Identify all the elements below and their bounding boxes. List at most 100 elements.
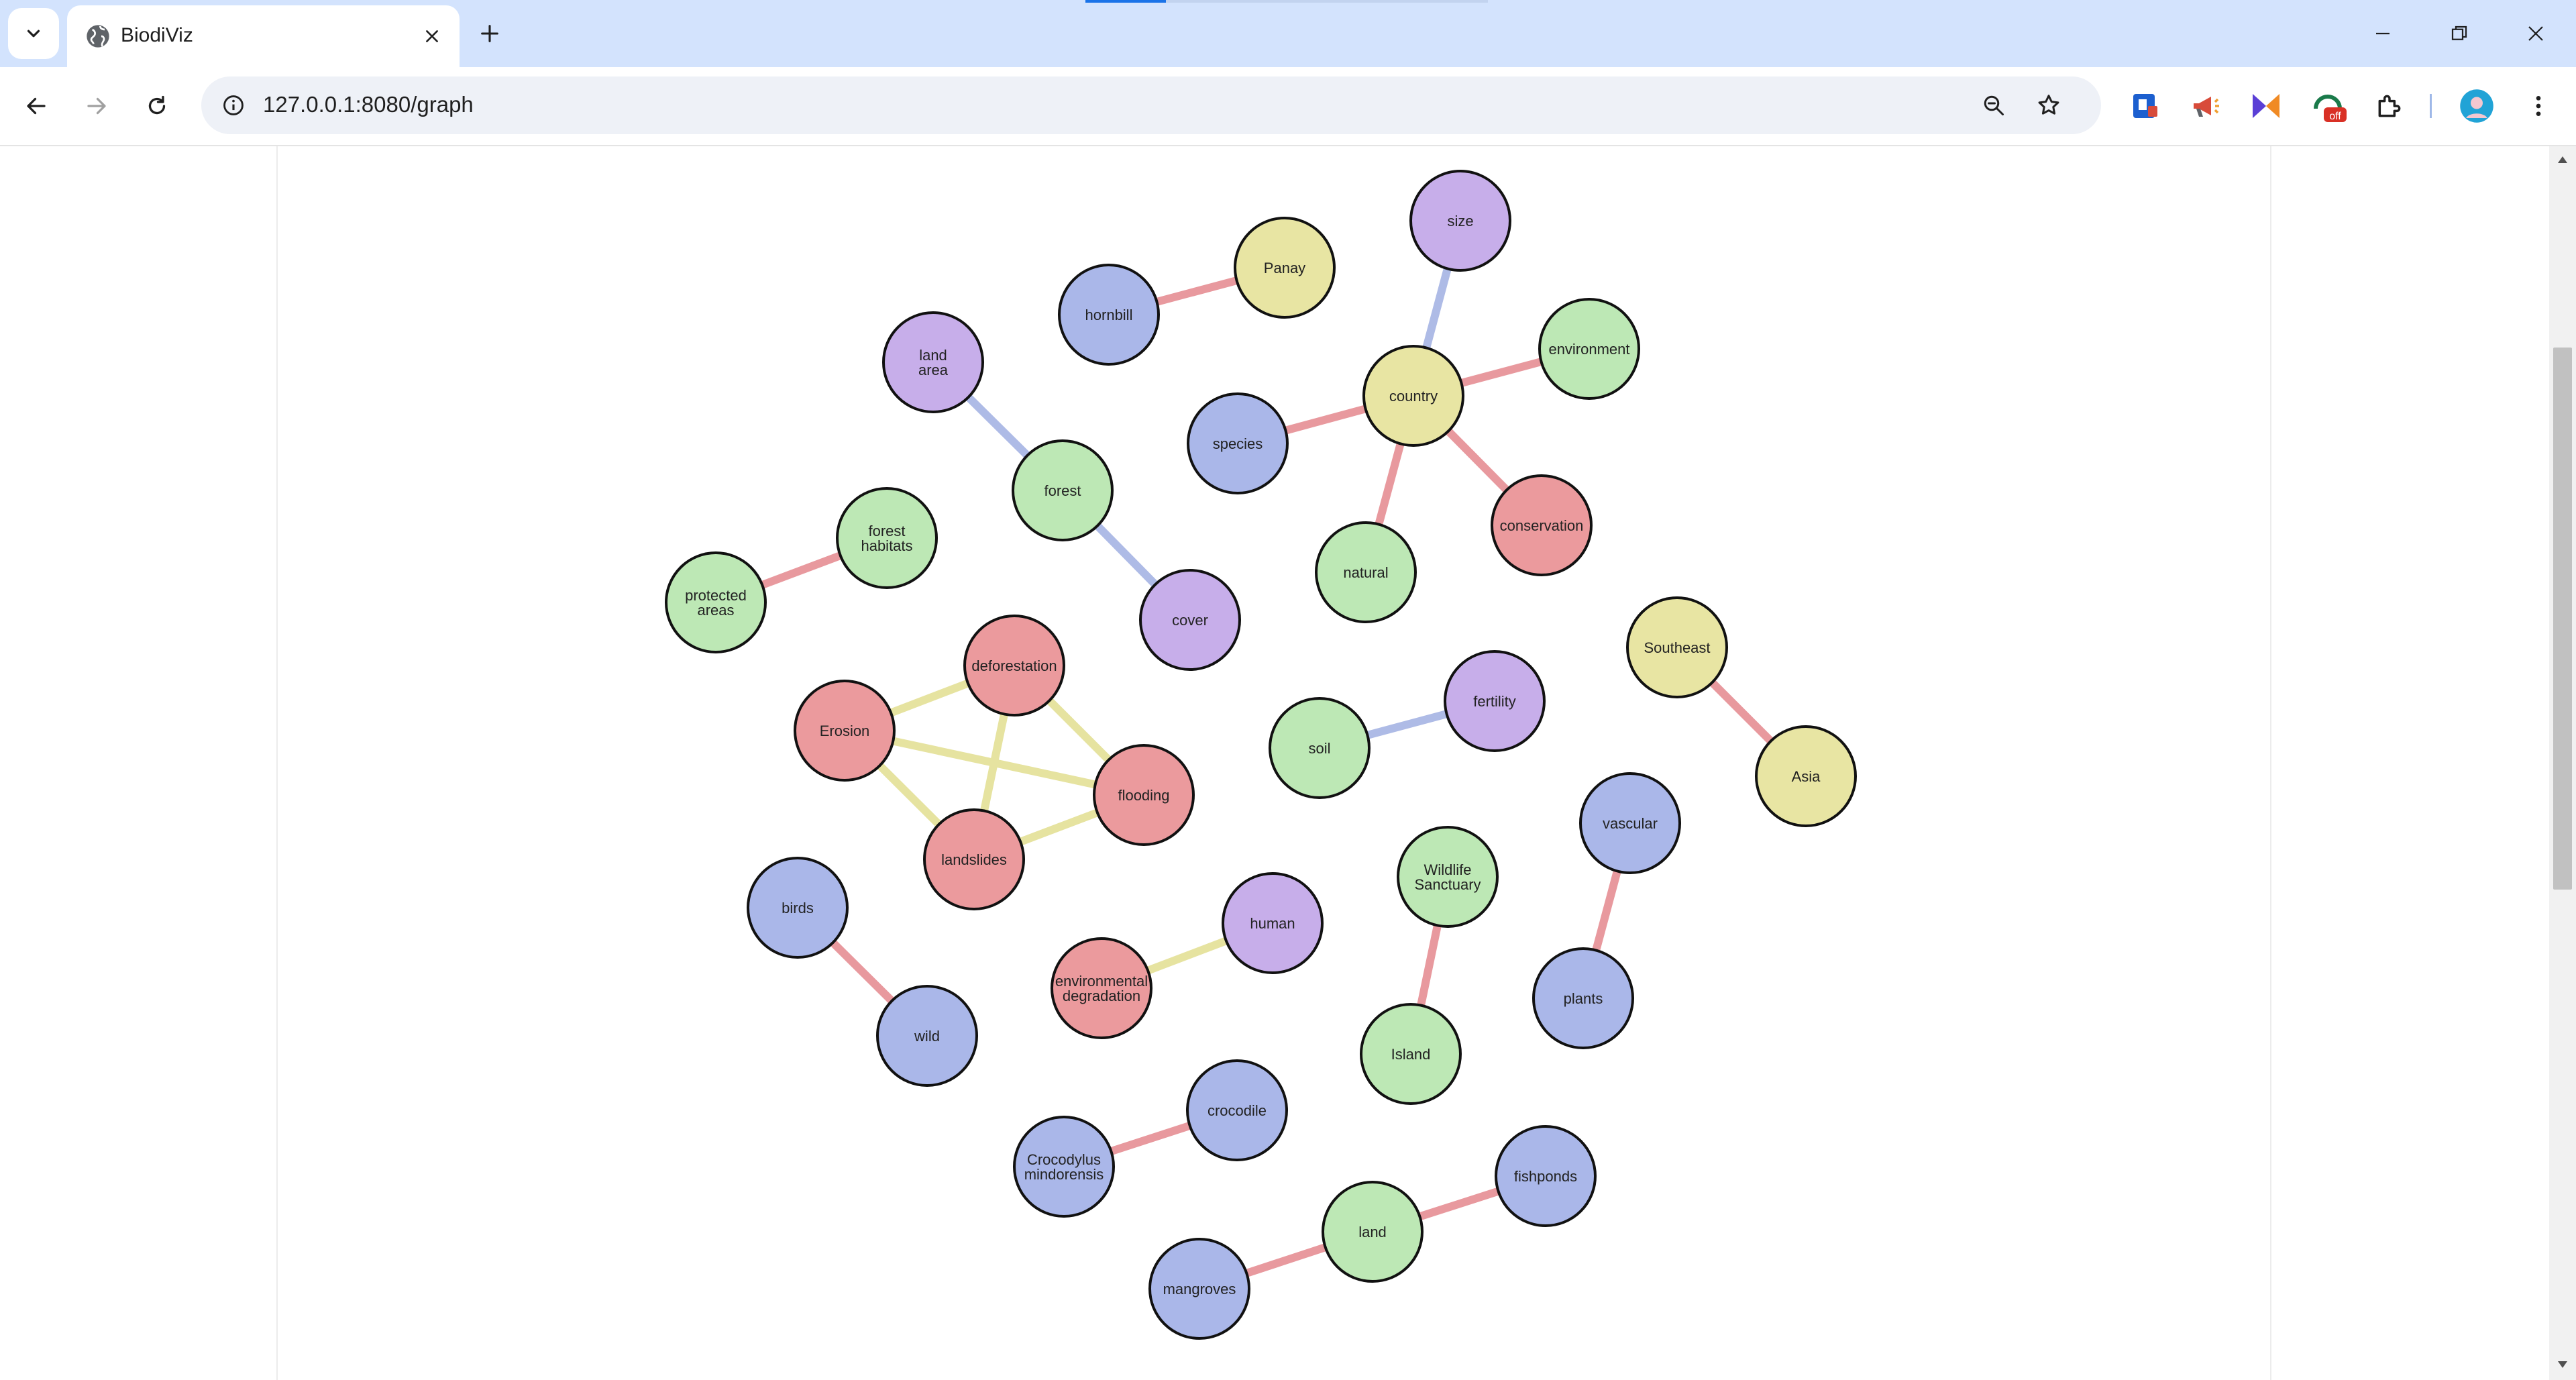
restore-button[interactable] <box>2419 0 2500 67</box>
graph-node-species[interactable]: species <box>1187 392 1289 494</box>
bookmark-button[interactable] <box>2029 85 2069 125</box>
graph-node-fertility[interactable]: fertility <box>1444 650 1546 752</box>
node-circle[interactable] <box>1234 217 1336 319</box>
new-tab-button[interactable] <box>471 15 508 52</box>
graph-node-human[interactable]: human <box>1222 872 1324 974</box>
graph-node-plants[interactable]: plants <box>1532 947 1634 1049</box>
zoom-button[interactable] <box>1974 85 2014 125</box>
node-circle[interactable] <box>1444 650 1546 752</box>
vertical-scrollbar[interactable] <box>2549 146 2576 1380</box>
node-circle[interactable] <box>794 680 896 782</box>
node-circle[interactable] <box>1362 345 1464 447</box>
shield-icon <box>2133 94 2157 118</box>
graph-node-deforestation[interactable]: deforestation <box>963 615 1065 716</box>
node-circle[interactable] <box>1409 170 1511 272</box>
node-circle[interactable] <box>1058 264 1160 366</box>
extension-megaphone-button[interactable] <box>2184 85 2227 127</box>
node-circle[interactable] <box>665 551 767 653</box>
url-text[interactable]: 127.0.0.1:8080/graph <box>263 92 474 117</box>
extension-off-button[interactable]: off <box>2308 85 2351 127</box>
graph-node-flooding[interactable]: flooding <box>1093 744 1195 846</box>
node-circle[interactable] <box>1538 298 1640 400</box>
graph-node-land[interactable]: land <box>1322 1181 1424 1283</box>
graph-node-erosion[interactable]: Erosion <box>794 680 896 782</box>
graph-node-forest[interactable]: forest <box>1012 439 1114 541</box>
tab-close-button[interactable] <box>416 20 448 52</box>
node-circle[interactable] <box>1051 937 1152 1039</box>
graph-node-country[interactable]: country <box>1362 345 1464 447</box>
node-circle[interactable] <box>1495 1125 1597 1227</box>
graph-node-panay[interactable]: Panay <box>1234 217 1336 319</box>
graph-node-natural[interactable]: natural <box>1315 521 1417 623</box>
extensions-menu-button[interactable] <box>2368 85 2411 127</box>
graph-node-soil[interactable]: soil <box>1269 697 1371 799</box>
node-circle[interactable] <box>1186 1059 1288 1161</box>
extension-bitwarden-button[interactable] <box>2124 85 2167 127</box>
graph-node-conservation[interactable]: conservation <box>1491 474 1593 576</box>
node-circle[interactable] <box>1626 596 1728 698</box>
graph-node-size[interactable]: size <box>1409 170 1511 272</box>
site-info-button[interactable] <box>215 87 252 124</box>
node-circle[interactable] <box>836 487 938 589</box>
node-circle[interactable] <box>1315 521 1417 623</box>
profile-button[interactable] <box>2455 85 2498 127</box>
minimize-button[interactable] <box>2343 0 2423 67</box>
graph-node-cover[interactable]: cover <box>1139 569 1241 671</box>
graph-node-crocodile[interactable]: crocodile <box>1186 1059 1288 1161</box>
tab-search-button[interactable] <box>8 8 59 59</box>
graph-node-environment[interactable]: environment <box>1538 298 1640 400</box>
graph-node-hornbill[interactable]: hornbill <box>1058 264 1160 366</box>
node-circle[interactable] <box>1491 474 1593 576</box>
close-window-button[interactable] <box>2496 0 2576 67</box>
node-circle[interactable] <box>1269 697 1371 799</box>
graph-node-mangroves[interactable]: mangroves <box>1148 1238 1250 1340</box>
graph-node-asia[interactable]: Asia <box>1755 725 1857 827</box>
node-circle[interactable] <box>1012 439 1114 541</box>
toolbar-divider <box>2430 94 2432 118</box>
node-circle[interactable] <box>1093 744 1195 846</box>
node-circle[interactable] <box>1322 1181 1424 1283</box>
close-icon <box>426 30 438 42</box>
node-circle[interactable] <box>876 985 978 1087</box>
node-circle[interactable] <box>1139 569 1241 671</box>
node-circle[interactable] <box>963 615 1065 716</box>
graph-node-vascular[interactable]: vascular <box>1579 772 1681 874</box>
extension-bowtie-button[interactable] <box>2245 85 2288 127</box>
node-circle[interactable] <box>1360 1003 1462 1105</box>
graph-node-southeast[interactable]: Southeast <box>1626 596 1728 698</box>
graph-node-landslides[interactable]: landslides <box>923 808 1025 910</box>
node-circle[interactable] <box>1755 725 1857 827</box>
graph-node-fishponds[interactable]: fishponds <box>1495 1125 1597 1227</box>
tab-biodiviz[interactable]: BiodiViz <box>67 5 460 67</box>
node-circle[interactable] <box>923 808 1025 910</box>
graph-node-island[interactable]: Island <box>1360 1003 1462 1105</box>
node-circle[interactable] <box>1579 772 1681 874</box>
node-circle[interactable] <box>1187 392 1289 494</box>
node-circle[interactable] <box>1222 872 1324 974</box>
node-circle[interactable] <box>747 857 849 959</box>
node-circle[interactable] <box>1532 947 1634 1049</box>
node-circle[interactable] <box>1397 826 1499 928</box>
scroll-thumb[interactable] <box>2553 348 2572 890</box>
scroll-down-button[interactable] <box>2555 1357 2571 1373</box>
node-circle[interactable] <box>882 311 984 413</box>
scroll-up-button[interactable] <box>2555 152 2571 168</box>
browser-menu-button[interactable] <box>2517 85 2560 127</box>
graph-node-birds[interactable]: birds <box>747 857 849 959</box>
node-label: environmental <box>1055 973 1148 990</box>
node-circle[interactable] <box>1148 1238 1250 1340</box>
back-button[interactable] <box>12 82 60 130</box>
forward-button[interactable] <box>72 82 121 130</box>
node-circle[interactable] <box>1013 1116 1115 1218</box>
graph-node-wild[interactable]: wild <box>876 985 978 1087</box>
node-label: size <box>1447 213 1473 229</box>
address-bar[interactable]: 127.0.0.1:8080/graph <box>201 76 2101 134</box>
reload-button[interactable] <box>133 82 181 130</box>
